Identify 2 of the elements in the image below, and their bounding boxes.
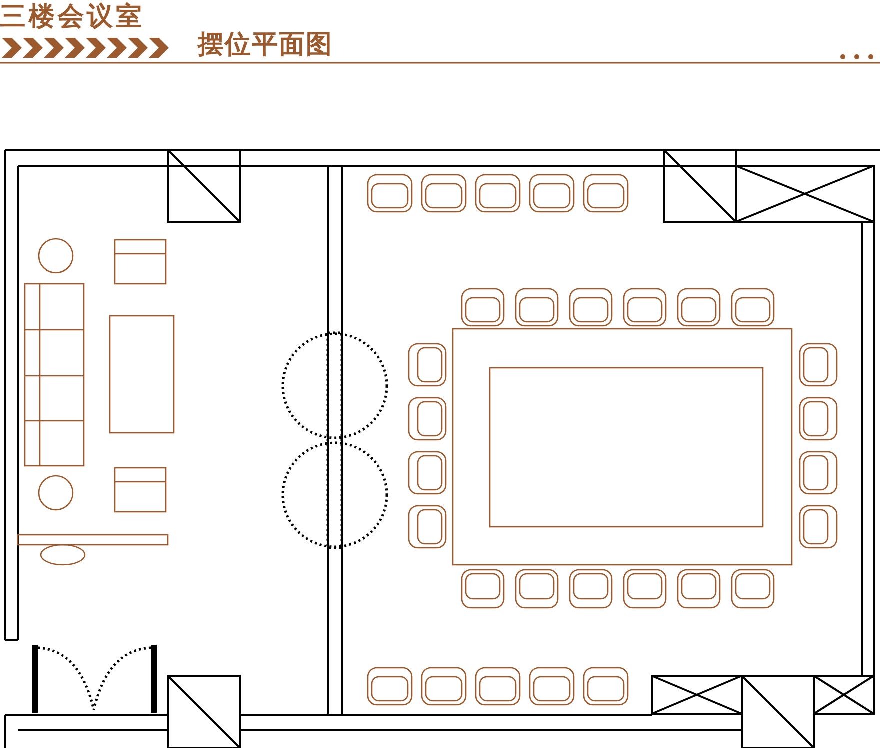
title: 三楼会议室 [0, 4, 145, 30]
subtitle: 摆位平面图 [198, 32, 333, 58]
